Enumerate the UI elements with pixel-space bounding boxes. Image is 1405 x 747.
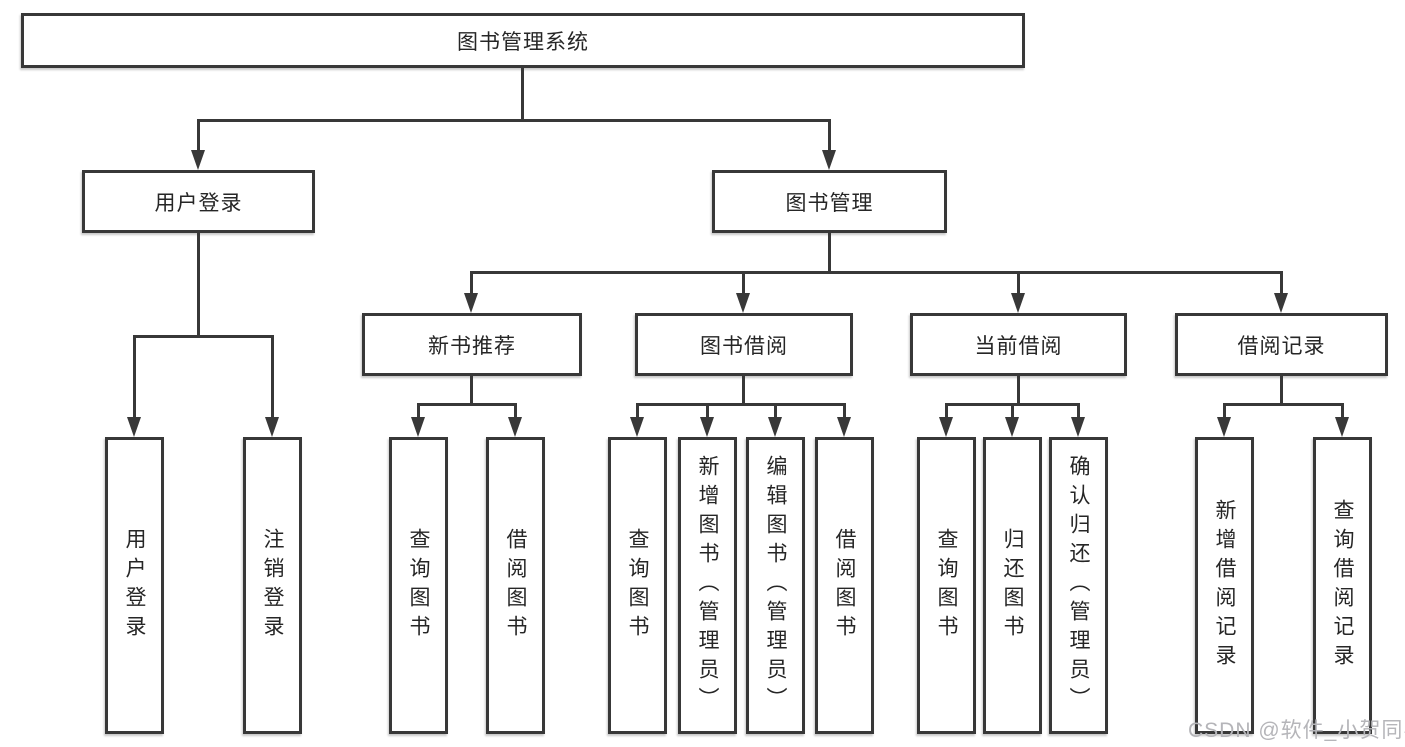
arrow-down-icon	[822, 150, 836, 170]
node-book-management: 图书管理	[712, 170, 947, 233]
connector-line	[521, 68, 524, 119]
connector-line	[1077, 403, 1080, 419]
node-book-borrowing: 图书借阅	[635, 313, 853, 376]
node-label: 借阅记录	[1237, 334, 1326, 358]
arrow-down-icon	[736, 293, 750, 313]
arrow-down-icon	[508, 417, 522, 437]
node-label: 图书借阅	[700, 334, 788, 358]
node-label: 图书管理	[785, 191, 874, 215]
connector-line	[1017, 376, 1020, 406]
connector-line	[514, 403, 517, 419]
node-label: 当前借阅	[974, 334, 1063, 358]
node-label: 用户登录	[123, 527, 146, 644]
node-library-management-system: 图书管理系统	[21, 13, 1025, 68]
connector-line	[1280, 376, 1283, 406]
node-label: 借阅图书	[504, 527, 527, 644]
arrow-down-icon	[1071, 417, 1085, 437]
node-user-login: 用户登录	[82, 170, 315, 233]
connector-line	[1223, 403, 1344, 406]
arrow-down-icon	[1274, 293, 1288, 313]
connector-line	[1223, 403, 1226, 419]
arrow-down-icon	[1335, 417, 1349, 437]
connector-line	[774, 403, 777, 419]
node-label: 新增图书（管理员）	[696, 455, 719, 716]
node-label: 查询图书	[626, 527, 649, 644]
connector-line	[197, 119, 831, 122]
connector-line	[470, 271, 473, 295]
leaf-add-books-admin: 新增图书（管理员）	[678, 437, 737, 734]
connector-line	[742, 271, 745, 295]
node-label: 新书推荐	[428, 334, 516, 358]
connector-line	[706, 403, 709, 419]
connector-line	[636, 403, 846, 406]
node-label: 确认归还（管理员）	[1067, 455, 1090, 716]
node-label: 新增借阅记录	[1213, 498, 1236, 673]
leaf-query-books-recommend: 查询图书	[389, 437, 448, 734]
arrow-down-icon	[700, 417, 714, 437]
connector-line	[828, 233, 831, 274]
csdn-watermark: CSDN @软件_小贺同学	[1188, 719, 1405, 742]
leaf-query-borrow-record: 查询借阅记录	[1313, 437, 1372, 734]
connector-line	[197, 119, 200, 152]
node-label: 查询图书	[407, 527, 430, 644]
arrow-down-icon	[939, 417, 953, 437]
arrow-down-icon	[411, 417, 425, 437]
node-label: 用户登录	[154, 191, 243, 215]
connector-line	[133, 335, 274, 338]
connector-line	[828, 119, 831, 152]
connector-line	[470, 271, 1283, 274]
connector-line	[636, 403, 639, 419]
connector-line	[843, 403, 846, 419]
connector-line	[133, 335, 136, 419]
arrow-down-icon	[265, 417, 279, 437]
connector-line	[417, 403, 420, 419]
leaf-add-borrow-record: 新增借阅记录	[1195, 437, 1254, 734]
connector-line	[470, 376, 473, 406]
leaf-query-books-current: 查询图书	[917, 437, 976, 734]
leaf-borrow-books: 借阅图书	[815, 437, 874, 734]
leaf-query-books-borrow: 查询图书	[608, 437, 667, 734]
arrow-down-icon	[127, 417, 141, 437]
arrow-down-icon	[630, 417, 644, 437]
leaf-logout: 注销登录	[243, 437, 302, 734]
connector-line	[1341, 403, 1344, 419]
leaf-user-login: 用户登录	[105, 437, 164, 734]
leaf-return-books: 归还图书	[983, 437, 1042, 734]
arrow-down-icon	[768, 417, 782, 437]
connector-line	[1017, 271, 1020, 295]
node-label: 查询借阅记录	[1331, 498, 1354, 673]
node-borrowing-records: 借阅记录	[1175, 313, 1388, 376]
node-label: 借阅图书	[833, 527, 856, 644]
node-current-borrowing: 当前借阅	[910, 313, 1127, 376]
connector-line	[197, 233, 200, 338]
connector-line	[417, 403, 517, 406]
node-new-book-recommendation: 新书推荐	[362, 313, 582, 376]
connector-line	[1011, 403, 1014, 419]
node-label: 查询图书	[935, 527, 958, 644]
arrow-down-icon	[1217, 417, 1231, 437]
leaf-edit-books-admin: 编辑图书（管理员）	[746, 437, 805, 734]
arrow-down-icon	[191, 150, 205, 170]
arrow-down-icon	[1011, 293, 1025, 313]
connector-line	[271, 335, 274, 419]
connector-line	[742, 376, 745, 406]
connector-line	[1280, 271, 1283, 295]
arrow-down-icon	[837, 417, 851, 437]
node-label: 注销登录	[261, 527, 284, 644]
node-label: 图书管理系统	[457, 30, 589, 54]
connector-line	[945, 403, 948, 419]
arrow-down-icon	[1005, 417, 1019, 437]
leaf-borrow-books-recommend: 借阅图书	[486, 437, 545, 734]
node-label: 归还图书	[1001, 527, 1024, 644]
leaf-confirm-return-admin: 确认归还（管理员）	[1049, 437, 1108, 734]
node-label: 编辑图书（管理员）	[764, 455, 787, 716]
arrow-down-icon	[464, 293, 478, 313]
